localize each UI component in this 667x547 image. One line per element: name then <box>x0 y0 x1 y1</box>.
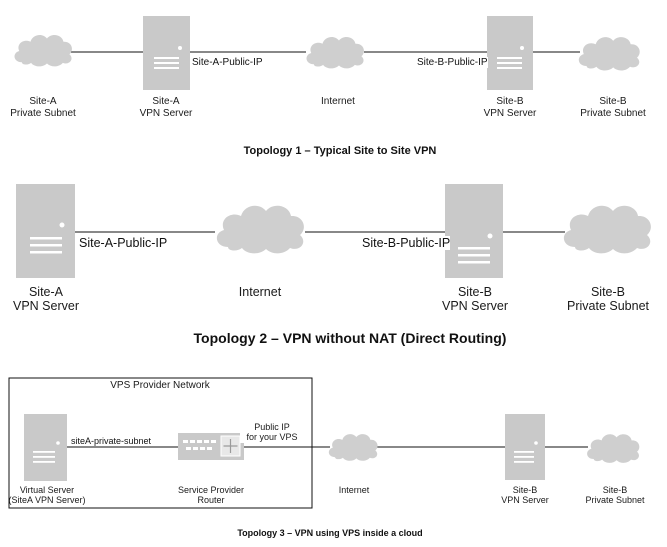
server-icon <box>445 184 503 278</box>
cloud-icon <box>587 434 640 463</box>
server-icon <box>505 414 545 480</box>
t3-internet-label: Internet <box>338 485 370 495</box>
topology-1-title: Topology 1 – Typical Site to Site VPN <box>243 145 437 157</box>
cloud-icon <box>216 205 304 254</box>
topology-3-title: Topology 3 – VPN using VPS inside a clou… <box>237 528 423 538</box>
t1-link-b-label: Site-B-Public-IP <box>417 57 488 68</box>
vps-provider-network-label: VPS Provider Network <box>110 380 210 391</box>
t1-internet-label: Internet <box>321 96 355 107</box>
server-icon <box>24 414 67 481</box>
t3-virtual-server-label: Virtual Server(SiteA VPN Server) <box>8 485 86 506</box>
server-icon <box>143 16 190 90</box>
cloud-icon <box>328 434 378 461</box>
server-icon <box>487 16 533 90</box>
cloud-icon <box>306 36 364 69</box>
topology-2-title: Topology 2 – VPN without NAT (Direct Rou… <box>193 330 507 346</box>
t3-private-subnet-label: siteA-private-subnet <box>71 436 152 446</box>
t2-link-b-label: Site-B-Public-IP <box>362 236 451 250</box>
cloud-icon <box>578 37 640 71</box>
vps-provider-box <box>8 377 313 509</box>
server-icon <box>16 184 75 278</box>
cloud-icon <box>14 34 72 67</box>
router-icon <box>178 433 244 460</box>
t2-internet-label: Internet <box>238 285 282 299</box>
t2-link-a-label: Site-A-Public-IP <box>79 236 168 250</box>
cloud-icon <box>563 205 651 254</box>
t1-link-a-label: Site-A-Public-IP <box>192 57 263 68</box>
